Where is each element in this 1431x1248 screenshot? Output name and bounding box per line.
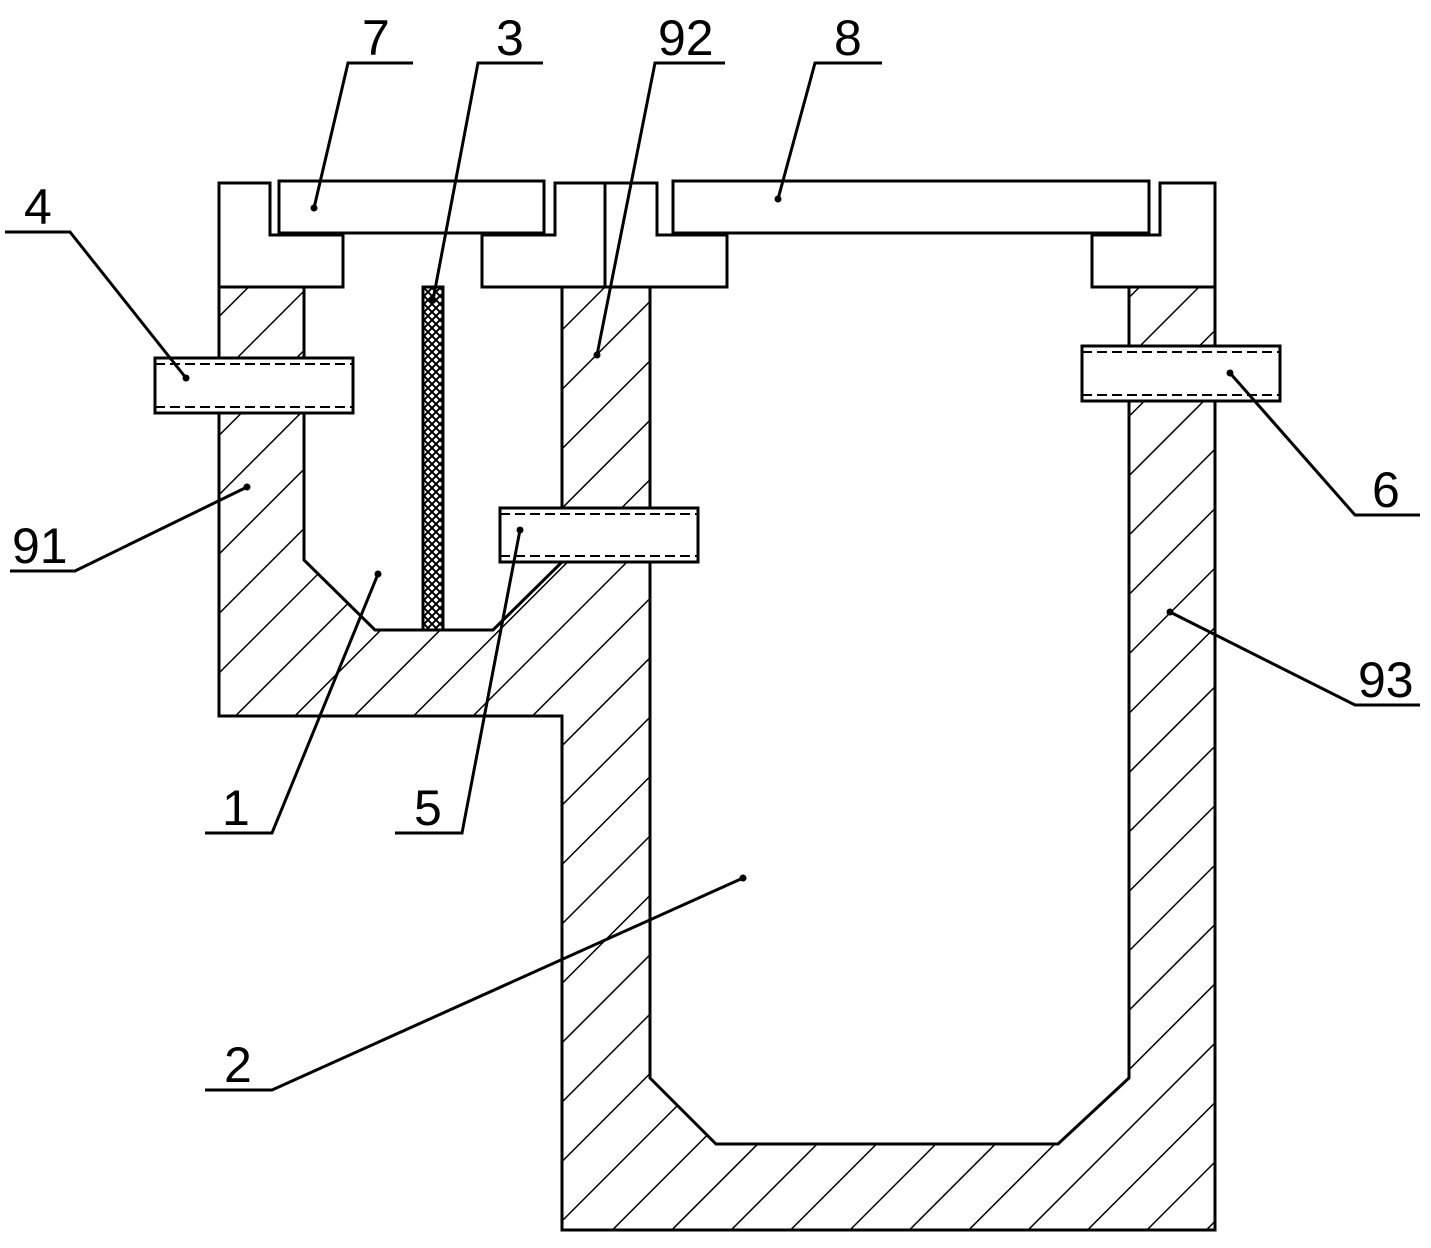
leader-lines: [5, 61, 1420, 1092]
lid-7: [277, 179, 546, 235]
label-93: 93: [1358, 652, 1414, 708]
label-91: 91: [12, 518, 68, 574]
label-92: 92: [658, 10, 714, 66]
label-2: 2: [224, 1037, 252, 1093]
pipe-5: [498, 506, 700, 564]
label-8: 8: [834, 10, 862, 66]
leader-dots: [182, 195, 1234, 882]
left-flange: [217, 181, 345, 289]
label-5: 5: [414, 780, 442, 836]
lid-8: [671, 179, 1151, 235]
label-6: 6: [1372, 462, 1400, 518]
right-flange: [1090, 181, 1217, 289]
vessel-wall: [217, 285, 1217, 1232]
label-3: 3: [496, 10, 524, 66]
pipe-4: [153, 356, 355, 415]
label-1: 1: [222, 780, 250, 836]
filter-3: [421, 285, 445, 632]
pipe-6: [1080, 344, 1282, 403]
label-4: 4: [24, 179, 52, 235]
label-7: 7: [362, 10, 390, 66]
